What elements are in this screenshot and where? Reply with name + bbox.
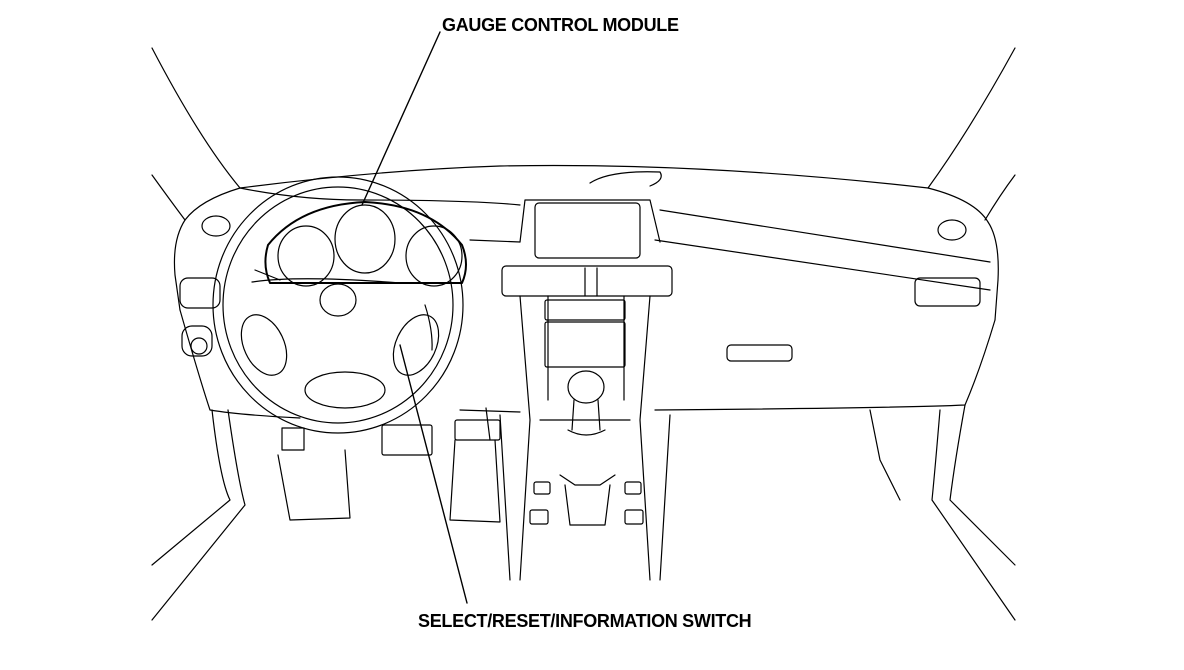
center-stack xyxy=(501,199,673,581)
shift-lever xyxy=(499,370,671,581)
leader-gauge-control-module xyxy=(361,31,441,206)
select-reset-information-switch-label: SELECT/RESET/INFORMATION SWITCH xyxy=(418,611,752,631)
leader-lines xyxy=(361,31,468,604)
gauge-control-module-label: GAUGE CONTROL MODULE xyxy=(442,15,679,35)
leader-select-reset-switch xyxy=(399,344,468,604)
dashboard-top xyxy=(173,164,999,321)
pedals xyxy=(277,407,501,523)
gauge-cluster xyxy=(264,201,467,287)
left-vents xyxy=(179,215,231,357)
right-vents xyxy=(726,219,981,362)
a-pillars xyxy=(151,47,1016,221)
lower-dash xyxy=(151,309,1016,621)
